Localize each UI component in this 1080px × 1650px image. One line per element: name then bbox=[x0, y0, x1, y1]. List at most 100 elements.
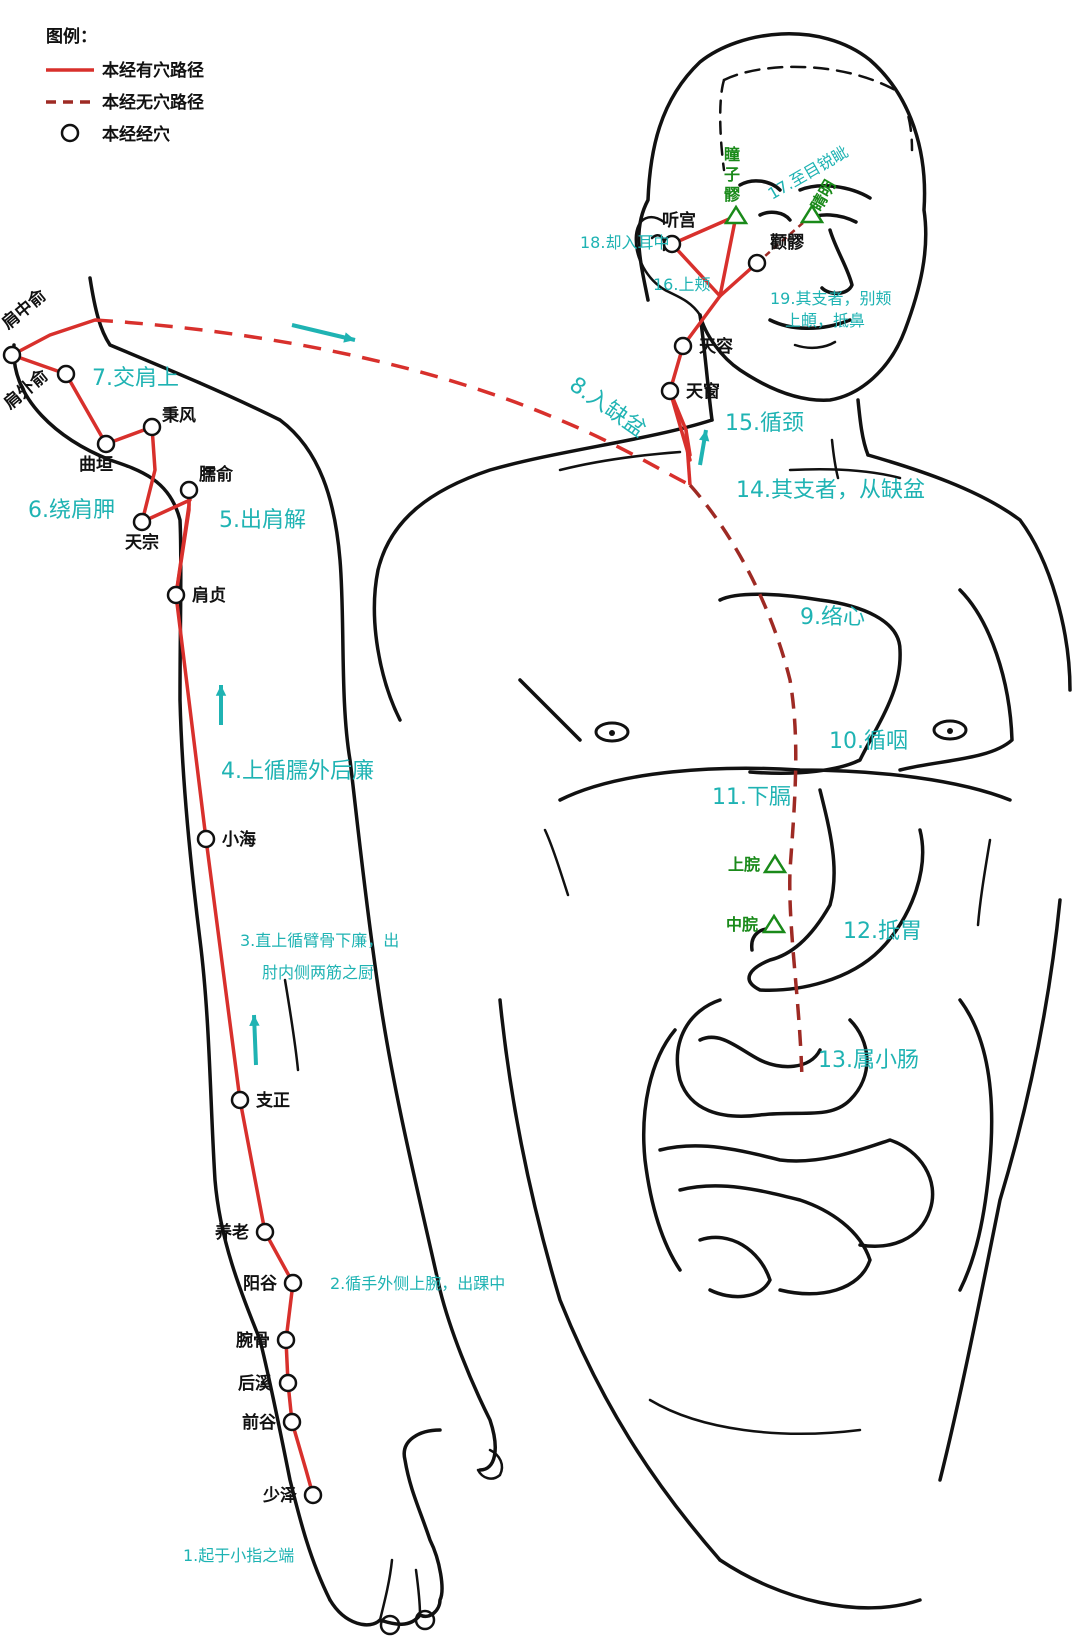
path-step-label: 2.循手外侧上腕，出踝中 bbox=[330, 1274, 505, 1293]
acupoint-marker bbox=[168, 587, 184, 603]
triangle-marker bbox=[765, 856, 785, 872]
acupoint: 臑俞 bbox=[181, 464, 234, 498]
green-point-label: 髎 bbox=[724, 185, 740, 204]
legend: 图例： 本经有穴路径 本经无穴路径 本经经穴 bbox=[46, 26, 204, 145]
path-step-label: 12.抵胃 bbox=[843, 919, 922, 944]
green-point-label: 子 bbox=[724, 165, 740, 184]
acupoint-marker bbox=[749, 255, 765, 271]
acupoint: 曲垣 bbox=[79, 436, 114, 475]
acupoint: 肩中俞 bbox=[0, 284, 51, 363]
acupoint: 天宗 bbox=[125, 514, 159, 553]
acupoint: 颧髎 bbox=[749, 232, 805, 271]
green-point-label: 瞳 bbox=[724, 145, 740, 164]
path-step-label: 16.上颊 bbox=[653, 275, 710, 294]
path-step-label: 14.其支者，从缺盆 bbox=[736, 478, 925, 503]
acupoint: 秉风 bbox=[144, 405, 196, 435]
acupoint-marker bbox=[284, 1414, 300, 1430]
acupoint-marker bbox=[257, 1224, 273, 1240]
acupoint-label: 腕骨 bbox=[236, 1330, 270, 1351]
acupoint-label: 养老 bbox=[214, 1222, 249, 1243]
acupoint: 养老 bbox=[214, 1222, 273, 1243]
acupoint-label: 颧髎 bbox=[770, 232, 805, 253]
acupoint-marker bbox=[134, 514, 150, 530]
acupoint-marker bbox=[4, 347, 20, 363]
acupoint-label: 后溪 bbox=[238, 1374, 273, 1394]
path-step-label: 6.绕肩胛 bbox=[28, 498, 115, 523]
path-step-label: 3.直上循臂骨下廉，出 bbox=[240, 931, 399, 950]
acupoint-label: 小海 bbox=[222, 829, 256, 850]
green-point: 上脘 bbox=[728, 855, 785, 874]
path-step-label: 1.起于小指之端 bbox=[183, 1546, 294, 1565]
acupoint: 少泽 bbox=[262, 1486, 321, 1506]
path-step-label: 17.至目锐眦 bbox=[765, 142, 852, 203]
acupoint-marker bbox=[58, 366, 74, 382]
legend-point-icon bbox=[62, 125, 78, 141]
path-step-label: 11.下膈 bbox=[712, 785, 791, 810]
triangle-marker bbox=[764, 916, 784, 932]
legend-solid-label: 本经有穴路径 bbox=[102, 60, 204, 81]
acupoint-label: 前谷 bbox=[242, 1412, 277, 1433]
acupoint-label: 支正 bbox=[256, 1090, 290, 1111]
acupoint-label: 天窗 bbox=[686, 381, 720, 402]
acupoint: 前谷 bbox=[242, 1412, 300, 1433]
acupoint-marker bbox=[305, 1487, 321, 1503]
meridian-paths bbox=[12, 215, 812, 1495]
flow-arrow bbox=[216, 685, 226, 725]
torso-outline bbox=[374, 420, 712, 720]
path-step-label: 18.却入耳中 bbox=[580, 233, 669, 252]
path-step-label: 9.络心 bbox=[800, 605, 865, 630]
acupoint: 天容 bbox=[675, 336, 733, 357]
green-point-label: 睛明 bbox=[807, 177, 839, 214]
path-step-label: 19.其支者，别颊 bbox=[770, 289, 891, 308]
hairline bbox=[724, 67, 912, 150]
path-step-label: 上頔，抵鼻 bbox=[785, 311, 865, 330]
acupoint-marker bbox=[662, 383, 678, 399]
acupoint-marker bbox=[181, 482, 197, 498]
flow-arrow bbox=[699, 430, 709, 465]
path-step-label: 13.属小肠 bbox=[818, 1048, 919, 1073]
acupoint: 肩贞 bbox=[168, 585, 226, 606]
path-step-label: 8.入缺盆 bbox=[565, 372, 651, 442]
acupoint: 阳谷 bbox=[243, 1274, 301, 1294]
green-point-label: 上脘 bbox=[728, 855, 760, 874]
acupoint-label: 臑俞 bbox=[199, 464, 234, 485]
path-step-label: 肘内侧两筋之厨 bbox=[262, 963, 374, 982]
acupoint-label: 阳谷 bbox=[243, 1274, 278, 1294]
acupoint-label: 天宗 bbox=[125, 532, 159, 553]
acupoint-marker bbox=[675, 338, 691, 354]
flow-arrow bbox=[249, 1015, 259, 1065]
acupoint: 天窗 bbox=[662, 381, 720, 402]
acupoint-label: 肩中俞 bbox=[0, 284, 51, 334]
triangle-marker bbox=[726, 207, 746, 223]
body-outline bbox=[14, 34, 1070, 1634]
green-point: 中脘 bbox=[726, 915, 784, 934]
acupoint: 支正 bbox=[232, 1090, 290, 1111]
path-step-label: 10.循咽 bbox=[829, 729, 908, 754]
path-step-label: 5.出肩解 bbox=[219, 508, 306, 533]
flow-arrow bbox=[292, 325, 355, 343]
stomach-outline bbox=[749, 790, 923, 990]
acupoint: 小海 bbox=[198, 829, 256, 850]
acupoint-marker bbox=[198, 831, 214, 847]
acupoint: 肩外俞 bbox=[0, 364, 74, 414]
path-step-label: 7.交肩上 bbox=[92, 366, 179, 391]
path-step-label: 15.循颈 bbox=[725, 411, 804, 436]
acupoint-marker bbox=[280, 1375, 296, 1391]
path-step-label: 4.上循臑外后廉 bbox=[221, 759, 374, 784]
acupoint-marker bbox=[285, 1275, 301, 1291]
acupoint-label: 秉风 bbox=[162, 405, 196, 426]
acupoint: 后溪 bbox=[238, 1374, 296, 1394]
legend-dashed-label: 本经无穴路径 bbox=[102, 92, 204, 113]
acupoint-marker bbox=[232, 1092, 248, 1108]
acupoint-label: 少泽 bbox=[262, 1486, 297, 1506]
acupoint: 腕骨 bbox=[236, 1330, 294, 1351]
acupoint-label: 听宫 bbox=[662, 210, 696, 231]
legend-point-label: 本经经穴 bbox=[102, 124, 170, 145]
acupoint-marker bbox=[144, 419, 160, 435]
acupoint-label: 曲垣 bbox=[79, 455, 113, 475]
legend-title: 图例： bbox=[46, 26, 97, 47]
